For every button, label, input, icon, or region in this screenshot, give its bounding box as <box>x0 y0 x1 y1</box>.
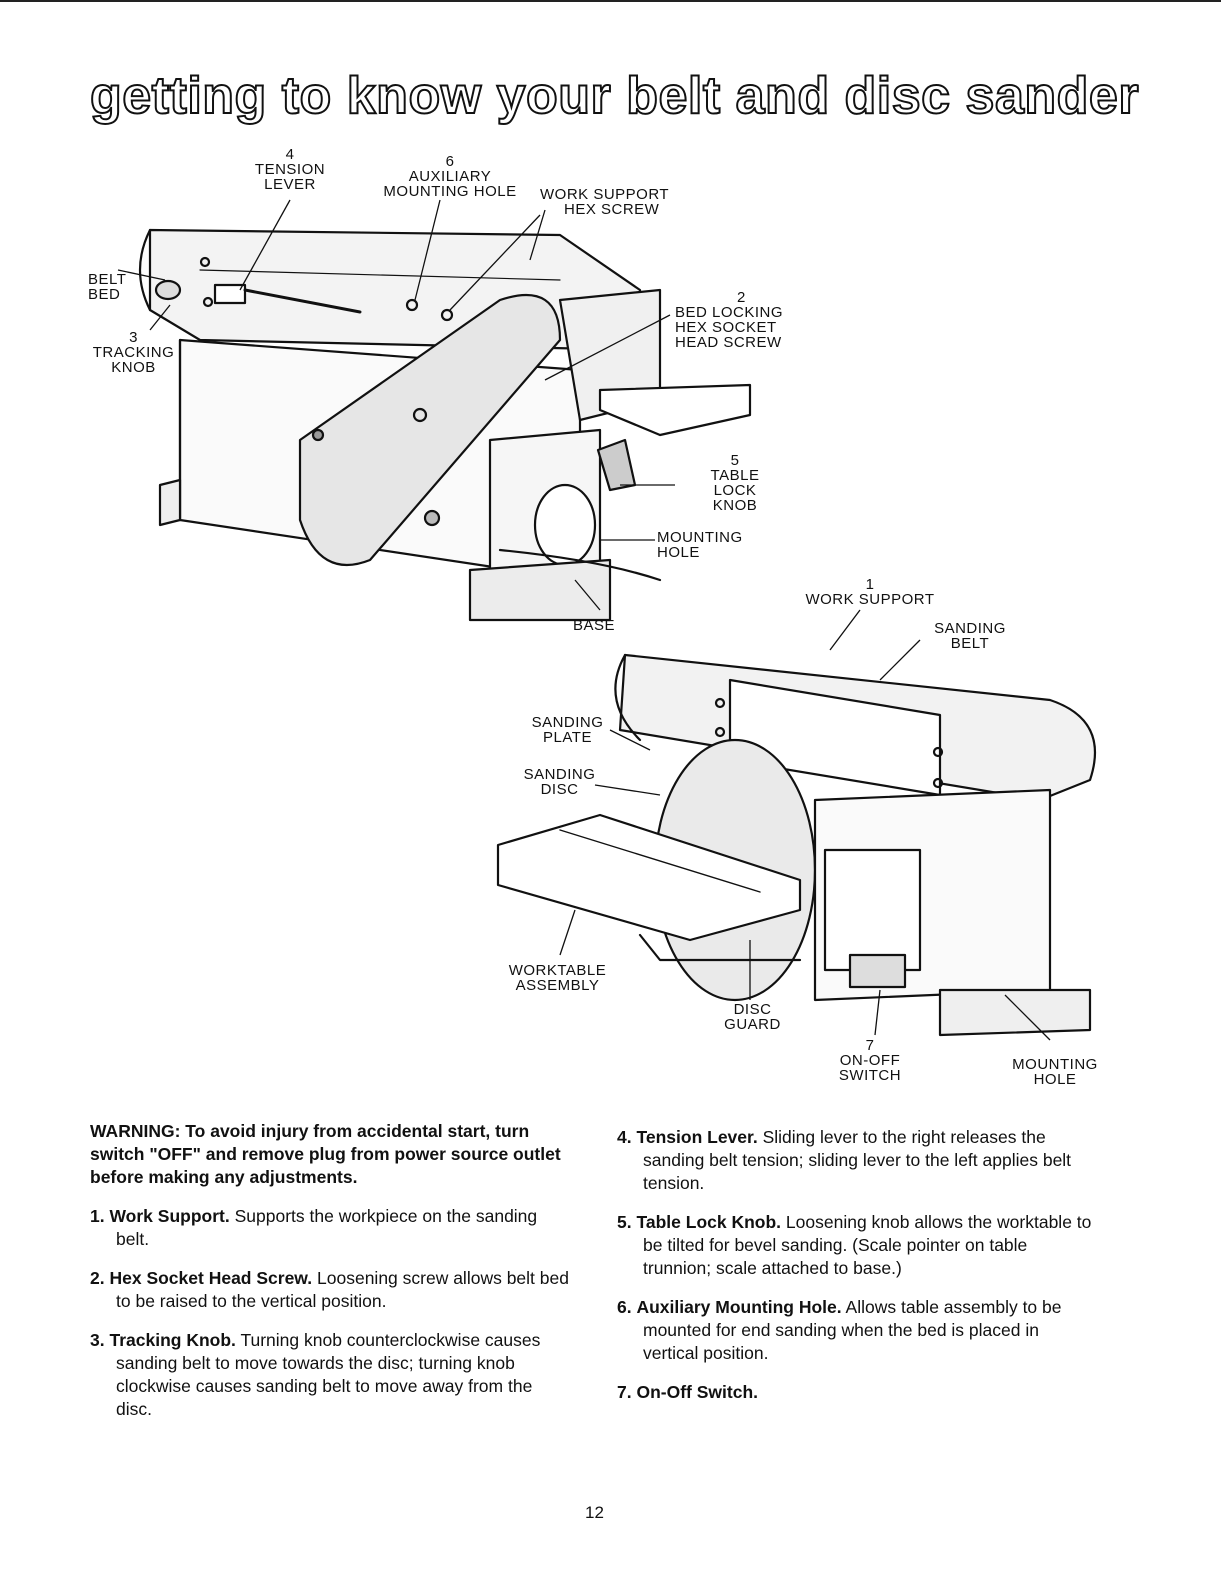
label-line: LEVER <box>264 176 316 193</box>
item-text: Loosening screw allows belt bed to be ra… <box>116 1268 569 1311</box>
label-work-support: 1 WORK SUPPORT <box>795 577 945 607</box>
item-number: 4. <box>617 1127 632 1147</box>
label-line: HOLE <box>657 544 700 561</box>
label-number: 1 <box>865 576 875 593</box>
label-line: TABLE LOCK <box>710 467 760 499</box>
label-line: SANDING <box>531 714 604 731</box>
item-number: 3. <box>90 1330 105 1350</box>
sander-illustration: 4 TENSION LEVER 6 AUXILIARY MOUNTING HOL… <box>0 140 1221 1100</box>
label-worktable-assembly: WORKTABLE ASSEMBLY <box>500 963 615 993</box>
item-term: Tracking Knob. <box>109 1330 236 1350</box>
label-auxiliary-mounting-hole: 6 AUXILIARY MOUNTING HOLE <box>370 154 530 199</box>
page-top-rule <box>0 0 1221 2</box>
upper-side-table <box>598 383 752 437</box>
list-item-tracking-knob: 3. Tracking Knob. Turning knob countercl… <box>90 1329 570 1421</box>
label-line: DISC <box>733 1001 772 1018</box>
label-sanding-disc: SANDING DISC <box>512 767 607 797</box>
item-text: Sliding lever to the right releases the … <box>643 1127 1072 1193</box>
lower-worktable <box>496 813 802 942</box>
label-work-support-hex-screw: WORK SUPPORT HEX SCREW <box>540 187 690 217</box>
on-off-switch-drawing <box>848 953 907 989</box>
label-belt-bed: BELT BED <box>88 272 128 302</box>
item-number: 1. <box>90 1206 105 1226</box>
item-term: Auxiliary Mounting Hole. <box>636 1297 842 1317</box>
label-line: TRACKING <box>92 344 175 361</box>
list-item-on-off-switch: 7. On-Off Switch. <box>617 1381 1095 1404</box>
label-line: BELT <box>88 271 127 288</box>
label-line: AUXILIARY <box>408 168 492 185</box>
label-line: SANDING <box>934 620 1006 637</box>
item-number: 5. <box>617 1212 632 1232</box>
list-item-auxiliary-mounting-hole: 6. Auxiliary Mounting Hole. Allows table… <box>617 1296 1095 1365</box>
label-line: GUARD <box>724 1016 781 1033</box>
label-line: HEX SOCKET <box>675 319 777 336</box>
list-item-work-support: 1. Work Support. Supports the workpiece … <box>90 1205 570 1251</box>
label-tracking-knob: 3 TRACKING KNOB <box>86 330 181 375</box>
item-text: Turning knob counterclockwise causes san… <box>116 1330 541 1419</box>
label-line: SANDING <box>523 766 596 783</box>
label-line: KNOB <box>111 359 156 376</box>
label-line: KNOB <box>712 497 758 514</box>
label-bed-locking-screw: 2 BED LOCKING HEX SOCKET HEAD SCREW <box>675 290 805 350</box>
label-line: DISC <box>540 781 579 798</box>
label-mounting-hole-lower: MOUNTING HOLE <box>1000 1057 1110 1087</box>
leader-lines <box>117 199 1051 1041</box>
label-line: MOUNTING <box>1012 1056 1098 1073</box>
label-mounting-hole-upper: MOUNTING HOLE <box>657 530 767 560</box>
item-number: 2. <box>90 1268 105 1288</box>
label-disc-guard: DISC GUARD <box>715 1002 790 1032</box>
label-line: BED LOCKING <box>675 304 784 321</box>
label-line: MOUNTING HOLE <box>383 183 517 200</box>
item-number: 6. <box>617 1297 632 1317</box>
item-term: On-Off Switch. <box>636 1382 759 1402</box>
item-term: Tension Lever. <box>636 1127 758 1147</box>
label-tension-lever: 4 TENSION LEVER <box>245 147 335 192</box>
label-sanding-plate: SANDING PLATE <box>520 715 615 745</box>
label-number: 4 <box>285 146 295 163</box>
list-item-table-lock-knob: 5. Table Lock Knob. Loosening knob allow… <box>617 1211 1095 1280</box>
label-line: TENSION <box>254 161 326 178</box>
warning-text: WARNING: To avoid injury from accidental… <box>90 1121 561 1187</box>
item-term: Table Lock Knob. <box>636 1212 782 1232</box>
item-term: Hex Socket Head Screw. <box>109 1268 313 1288</box>
label-line: ASSEMBLY <box>515 977 600 994</box>
label-table-lock-knob: 5 TABLE LOCK KNOB <box>690 453 780 513</box>
list-item-hex-socket-head-screw: 2. Hex Socket Head Screw. Loosening scre… <box>90 1267 570 1313</box>
page-title: getting to know your belt and disc sande… <box>89 66 1140 126</box>
item-number: 7. <box>617 1382 632 1402</box>
page-number: 12 <box>585 1503 604 1522</box>
label-number: 7 <box>865 1037 875 1054</box>
label-line: WORKTABLE <box>508 962 607 979</box>
label-line: HOLE <box>1033 1071 1077 1088</box>
label-line: MOUNTING <box>657 529 743 546</box>
label-line: ON-OFF <box>839 1052 901 1069</box>
upper-drive-arm <box>298 293 562 567</box>
label-sanding-belt: SANDING BELT <box>920 621 1020 651</box>
label-base: BASE <box>573 618 633 633</box>
label-line: BELT <box>950 635 990 652</box>
label-line: BASE <box>573 617 616 634</box>
label-line: WORK SUPPORT <box>805 591 935 608</box>
label-on-off-switch: 7 ON-OFF SWITCH <box>830 1038 910 1083</box>
left-column: WARNING: To avoid injury from accidental… <box>90 1120 570 1437</box>
item-text: Allows table assembly to be mounted for … <box>643 1297 1062 1363</box>
label-line: WORK SUPPORT <box>540 186 670 203</box>
sander-drawing <box>117 199 1097 1041</box>
item-text: Loosening knob allows the worktable to b… <box>643 1212 1092 1278</box>
item-text: Supports the workpiece on the sanding be… <box>116 1206 538 1249</box>
label-number: 3 <box>129 329 138 346</box>
label-line: PLATE <box>543 729 592 746</box>
label-number: 2 <box>737 289 746 306</box>
label-number: 6 <box>445 153 455 170</box>
right-column: 4. Tension Lever. Sliding lever to the r… <box>617 1126 1095 1420</box>
list-item-tension-lever: 4. Tension Lever. Sliding lever to the r… <box>617 1126 1095 1195</box>
label-line: BED <box>88 286 121 303</box>
label-line: HEX SCREW <box>564 201 660 218</box>
label-line: SWITCH <box>838 1067 902 1084</box>
label-number: 5 <box>730 452 740 469</box>
label-line: HEAD SCREW <box>675 334 782 351</box>
item-term: Work Support. <box>109 1206 230 1226</box>
